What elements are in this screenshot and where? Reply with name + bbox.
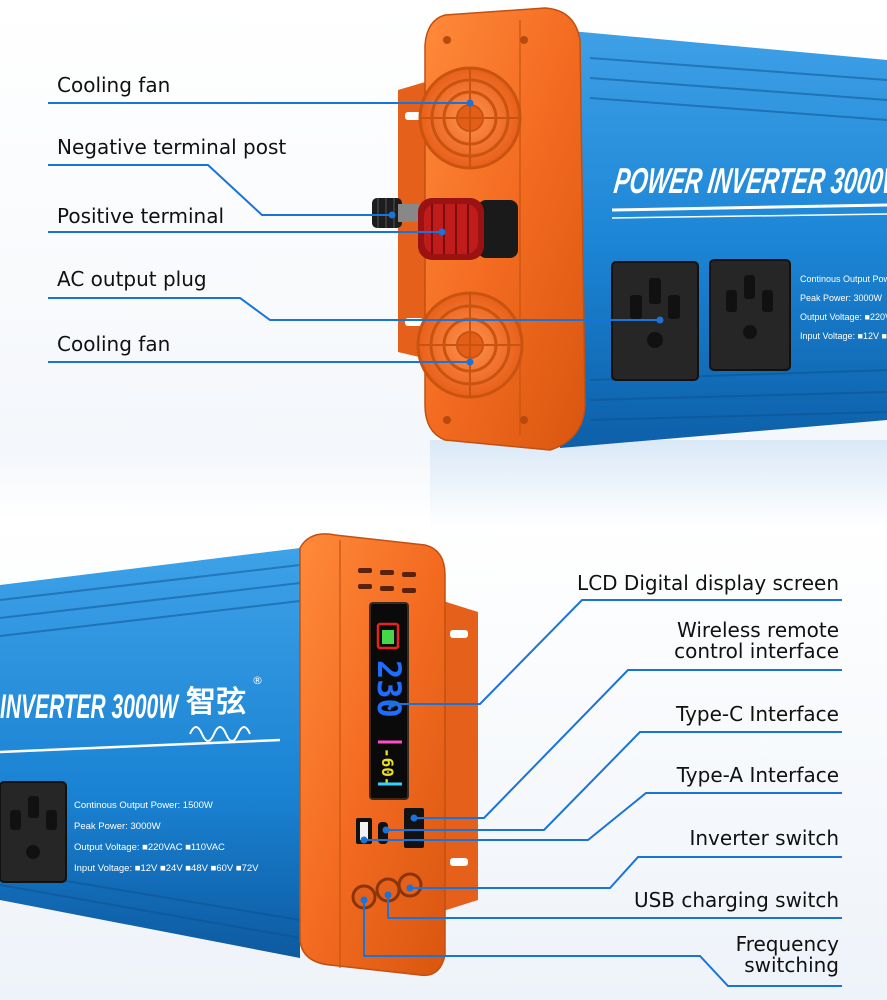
bottom-leader-lines	[360, 599, 842, 987]
battery-icon-fill	[382, 630, 394, 644]
leader-dot	[438, 228, 446, 236]
label-cooling-fan-top: Cooling fan	[57, 73, 171, 97]
label-negative-terminal: Negative terminal post	[57, 135, 287, 159]
leader-dot	[360, 836, 368, 844]
leader-dot	[466, 99, 474, 107]
label-line: switching	[744, 953, 839, 977]
top-spec-block: Continous Output Power: Peak Power: 3000…	[800, 274, 887, 341]
screw-icon	[520, 36, 528, 44]
leader-dot	[406, 884, 414, 892]
leader-dot	[466, 358, 474, 366]
label-line: Type-C Interface	[675, 702, 839, 726]
label-lcd-display: LCD Digital display screen	[577, 572, 839, 594]
label-positive-terminal: Positive terminal	[57, 204, 225, 228]
label-frequency-switching: Frequency switching	[736, 934, 839, 976]
leader-dot	[410, 814, 418, 822]
bottom-inverter: INVERTER 3000W 智弦 ® Continous Output Pow…	[0, 533, 478, 977]
label-line: USB charging switch	[633, 888, 839, 912]
label-line: Inverter switch	[689, 826, 839, 850]
lcd-display-screen: 230 -60-	[369, 602, 409, 800]
top-spec-line: Input Voltage: ■12V ■24V	[800, 331, 887, 341]
top-blue-body	[560, 30, 887, 448]
label-line: Type-A Interface	[676, 763, 839, 787]
bottom-spec-line: Peak Power: 3000W	[74, 821, 161, 832]
top-stripe	[611, 203, 887, 212]
bottom-blue-body	[0, 548, 300, 958]
screw-icon	[443, 416, 451, 424]
top-stripe-2	[611, 213, 887, 219]
leader-type-c	[386, 731, 842, 831]
remote-port	[404, 808, 424, 848]
top-spec-line: Output Voltage: ■220VAC	[800, 312, 887, 322]
top-spec-line: Continous Output Power:	[800, 274, 887, 284]
leader-dot	[382, 826, 390, 834]
screw-icon	[520, 416, 528, 424]
type-a-port	[356, 818, 372, 844]
label-cooling-fan-bottom: Cooling fan	[57, 332, 171, 356]
bottom-stripe	[0, 738, 281, 754]
top-reflection	[430, 440, 887, 530]
leader-dot	[388, 211, 396, 219]
label-type-c: Type-C Interface	[676, 703, 839, 725]
top-brand-text: POWER INVERTER 3000W	[612, 160, 887, 201]
bottom-spec-line: Output Voltage: ■220VAC ■110VAC	[74, 842, 225, 853]
label-inverter-switch: Inverter switch	[689, 827, 839, 849]
bottom-socket	[0, 781, 67, 883]
label-line: control interface	[674, 639, 839, 663]
leader-usb-switch	[387, 895, 842, 919]
leader-negative-terminal	[48, 164, 392, 216]
bottom-brand-cn: 智弦	[186, 685, 246, 720]
leader-wireless	[414, 669, 842, 819]
label-ac-output-plug: AC output plug	[57, 267, 207, 291]
screw-icon	[443, 36, 451, 44]
leader-dot	[384, 891, 392, 899]
leader-frequency	[363, 900, 842, 987]
sine-wave-icon	[189, 726, 251, 742]
leader-dot	[656, 316, 664, 324]
label-line: LCD Digital display screen	[577, 571, 839, 595]
bottom-bracket	[440, 600, 478, 912]
top-leader-lines	[48, 99, 664, 366]
leader-lcd	[392, 599, 842, 705]
leader-ac-output	[48, 297, 660, 321]
label-usb-charging-switch: USB charging switch	[634, 889, 839, 911]
leader-inverter-switch	[410, 856, 842, 889]
battery-icon	[376, 622, 400, 650]
leader-type-a	[364, 792, 842, 841]
bottom-spec-line: Input Voltage: ■12V ■24V ■48V ■60V ■72V	[74, 863, 259, 874]
bottom-vent-slots	[358, 568, 416, 593]
label-type-a: Type-A Interface	[677, 764, 839, 786]
label-line: Wireless remote	[677, 618, 839, 642]
bottom-bracket-slot	[450, 858, 468, 866]
top-fan-1	[418, 66, 522, 170]
top-fan-2	[416, 291, 524, 399]
lcd-readout-small: -60-	[378, 748, 397, 787]
label-line: Frequency	[735, 932, 839, 956]
top-body-ridges	[589, 57, 887, 421]
bottom-body-ridges	[0, 564, 301, 939]
bottom-spec-block: Continous Output Power: 1500W Peak Power…	[74, 800, 259, 874]
leader-dot	[360, 896, 368, 904]
top-inverter: POWER INVERTER 3000W Continous Output Po…	[372, 7, 887, 530]
label-wireless-remote: Wireless remote control interface	[674, 620, 839, 662]
bottom-bracket-slot	[450, 630, 468, 638]
leader-dot	[388, 700, 396, 708]
bottom-brand-text: INVERTER 3000W	[0, 688, 180, 726]
positive-terminal-post	[418, 198, 518, 260]
top-socket-2	[709, 259, 791, 371]
lcd-readout: 230	[370, 660, 408, 718]
negative-terminal-post	[372, 198, 420, 228]
top-spec-line: Peak Power: 3000W	[800, 293, 883, 303]
bottom-spec-line: Continous Output Power: 1500W	[74, 800, 213, 811]
bottom-brand-registered: ®	[252, 674, 263, 687]
